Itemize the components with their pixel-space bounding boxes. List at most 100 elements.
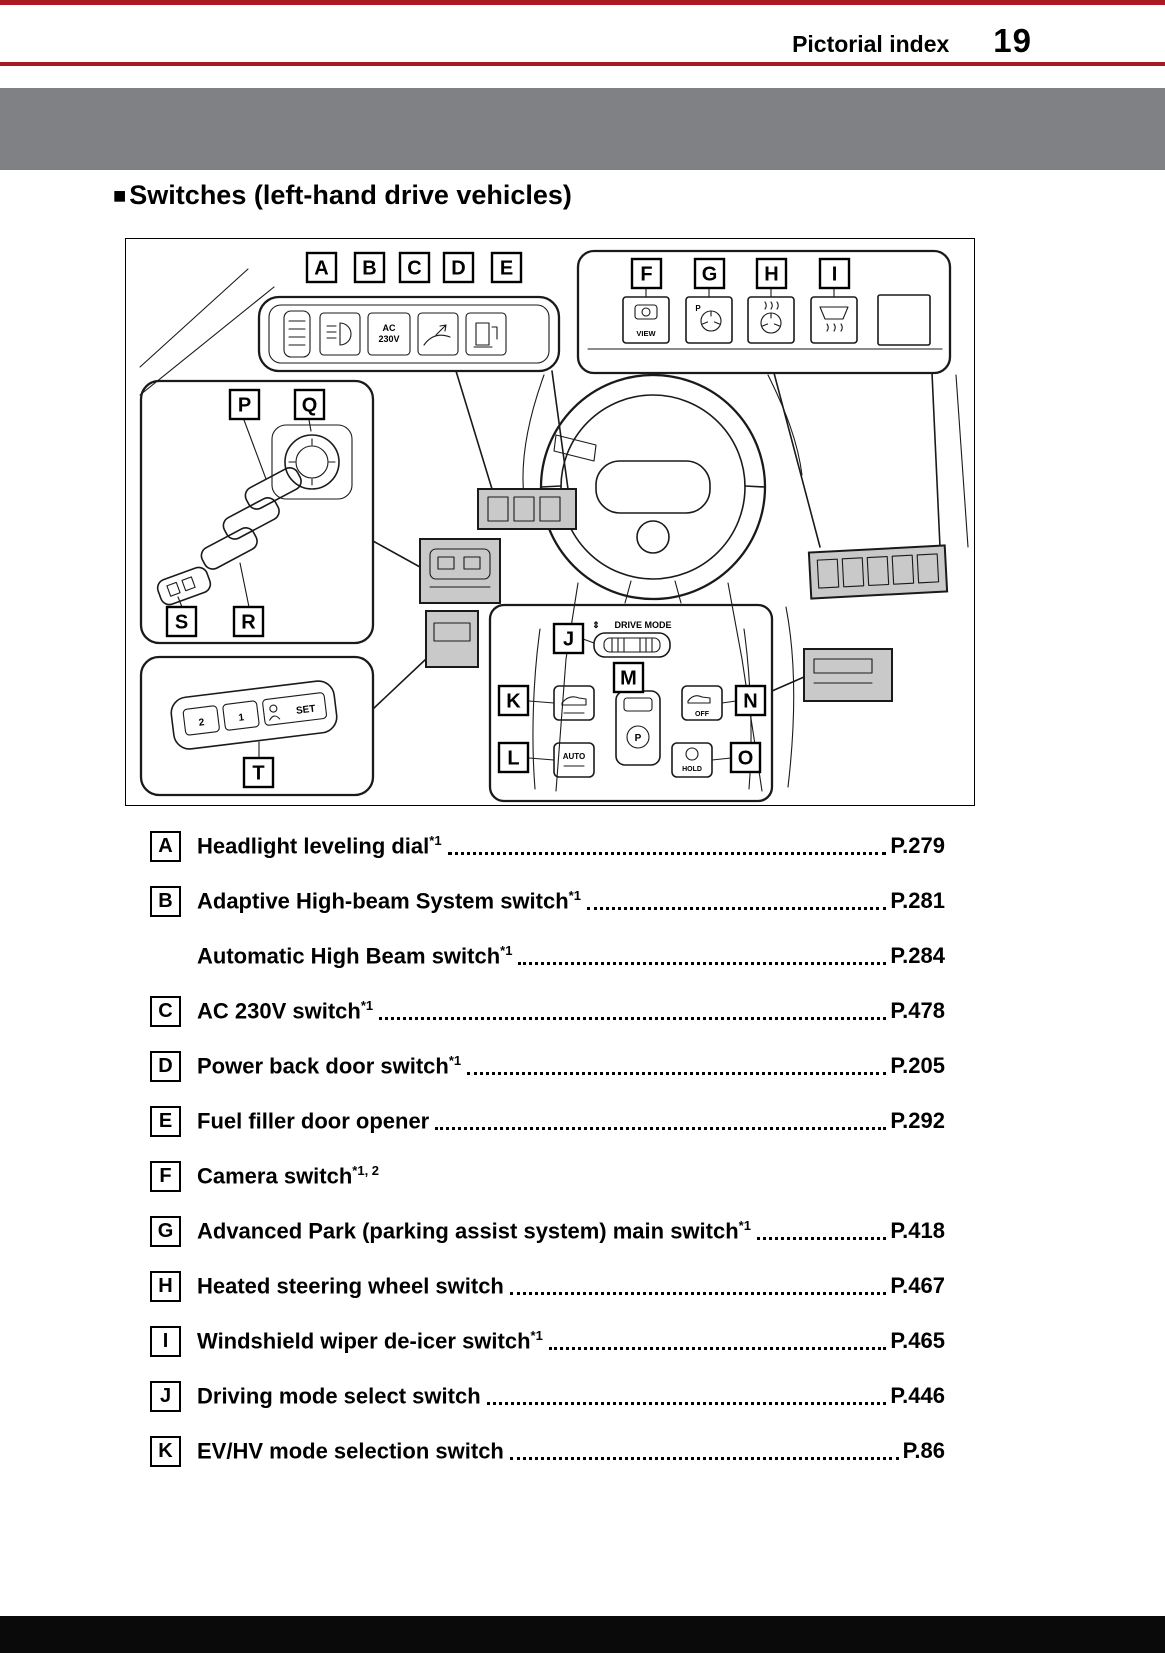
window-switches <box>200 467 302 570</box>
index-list: A Headlight leveling dial*1 P.279 B Adap… <box>150 826 945 1486</box>
headlight-leveling-dial-icon <box>283 310 311 358</box>
index-label: K <box>150 1435 181 1467</box>
heated-steering-wheel-switch-icon <box>747 296 795 344</box>
index-text: Adaptive High-beam System switch*1 <box>197 887 581 914</box>
index-row: D Power back door switch*1 P.205 <box>150 1046 945 1086</box>
console-switch-location-highlight <box>803 648 893 702</box>
callout-q: Q <box>293 388 326 421</box>
callout-f: F <box>630 257 663 290</box>
index-label: C <box>150 995 181 1027</box>
dot-leader <box>756 1236 887 1240</box>
callout-n: N <box>734 684 767 717</box>
trac-off-switch: OFF <box>681 685 723 721</box>
callout-c: C <box>398 251 431 284</box>
index-row: E Fuel filler door opener P.292 <box>150 1101 945 1141</box>
index-text: AC 230V switch*1 <box>197 997 374 1024</box>
dot-leader <box>486 1401 887 1405</box>
high-beam-icon <box>319 312 361 356</box>
dot-leader <box>586 906 887 910</box>
parking-brake-switch: P <box>615 690 661 766</box>
index-label: J <box>150 1380 181 1412</box>
drive-mode-label: DRIVE MODE <box>614 620 671 630</box>
index-row: H Heated steering wheel switch P.467 <box>150 1266 945 1306</box>
panel-abcde: AC 230V <box>257 295 561 373</box>
section-marker-icon: ■ <box>113 182 127 208</box>
index-row: B Adaptive High-beam System switch*1 P.2… <box>150 881 945 921</box>
index-text: Power back door switch*1 <box>197 1052 462 1079</box>
svg-text:M: M <box>620 668 637 690</box>
seat-memory-panel: 2 1 SET <box>139 655 375 797</box>
section-title-text: Switches (left-hand drive vehicles) <box>129 180 572 210</box>
index-row: J Driving mode select switch P.446 <box>150 1376 945 1416</box>
svg-text:D: D <box>451 258 465 280</box>
svg-text:B: B <box>362 258 376 280</box>
switches-diagram: AC 230V <box>125 238 975 806</box>
page-ref: P.86 <box>902 1438 945 1463</box>
header-title: Pictorial index <box>792 31 950 57</box>
dot-leader <box>509 1291 887 1295</box>
index-row: G Advanced Park (parking assist system) … <box>150 1211 945 1251</box>
svg-text:SET: SET <box>295 704 316 717</box>
index-text: Camera switch*1, 2 <box>197 1162 380 1189</box>
page-ref: P.205 <box>890 1053 945 1078</box>
callout-t: T <box>242 756 275 789</box>
page-ref: P.467 <box>890 1273 945 1298</box>
index-label: F <box>150 1160 181 1192</box>
index-label: A <box>150 830 181 862</box>
empty-switch-blank <box>877 294 931 346</box>
index-text: Automatic High Beam switch*1 <box>197 942 513 969</box>
index-text: Fuel filler door opener <box>197 1108 430 1134</box>
page-ref: P.418 <box>890 1218 945 1243</box>
page-ref: P.281 <box>890 888 945 913</box>
section-banner <box>0 88 1165 170</box>
svg-text:E: E <box>500 258 513 280</box>
index-label: E <box>150 1105 181 1137</box>
index-row: Automatic High Beam switch*1 P.284 <box>150 936 945 976</box>
footnote-marker: *1 <box>568 887 581 903</box>
callout-g: G <box>693 257 726 290</box>
callout-i: I <box>818 257 851 290</box>
svg-text:P: P <box>635 733 642 744</box>
dot-leader <box>447 851 887 855</box>
svg-text:Q: Q <box>302 395 318 417</box>
callout-h: H <box>755 257 788 290</box>
callout-j: J <box>552 622 585 655</box>
dot-leader <box>518 961 887 965</box>
power-back-door-icon <box>417 312 459 356</box>
page-ref: P.478 <box>890 998 945 1023</box>
right-dash-switch-location-highlight <box>807 544 949 600</box>
svg-text:2: 2 <box>198 717 205 729</box>
footnote-marker: *1 <box>530 1327 543 1343</box>
door-lock-switch <box>156 566 212 606</box>
svg-text:HOLD: HOLD <box>682 766 702 773</box>
footnote-marker: *1 <box>738 1217 751 1233</box>
page-header: Pictorial index 19 <box>0 22 1032 60</box>
index-text: Driving mode select switch <box>197 1383 481 1409</box>
page-ref: P.284 <box>890 943 945 968</box>
drive-mode-arrow-icon: ⇕ <box>592 620 600 630</box>
svg-text:VIEW: VIEW <box>636 329 656 338</box>
callout-k: K <box>497 684 530 717</box>
svg-text:J: J <box>563 629 574 651</box>
index-text: EV/HV mode selection switch <box>197 1438 504 1464</box>
svg-text:P: P <box>238 395 251 417</box>
dot-leader <box>467 1071 887 1075</box>
svg-text:I: I <box>832 264 838 286</box>
page-ref: P.279 <box>890 833 945 858</box>
dot-leader <box>435 1126 887 1130</box>
index-label: B <box>150 885 181 917</box>
callout-a: A <box>305 251 338 284</box>
svg-text:C: C <box>407 258 421 280</box>
index-text: Advanced Park (parking assist system) ma… <box>197 1217 751 1244</box>
dashboard-lines <box>139 268 969 792</box>
advanced-park-switch-icon: P <box>685 296 733 344</box>
svg-text:H: H <box>764 264 778 286</box>
steering-wheel <box>539 373 767 604</box>
callout-s: S <box>165 605 198 638</box>
svg-text:P: P <box>695 304 701 313</box>
center-console-panel: ⇕ DRIVE MODE AUTO <box>488 603 774 803</box>
page-ref: P.465 <box>890 1328 945 1353</box>
index-label: D <box>150 1050 181 1082</box>
callout-e: E <box>490 251 523 284</box>
